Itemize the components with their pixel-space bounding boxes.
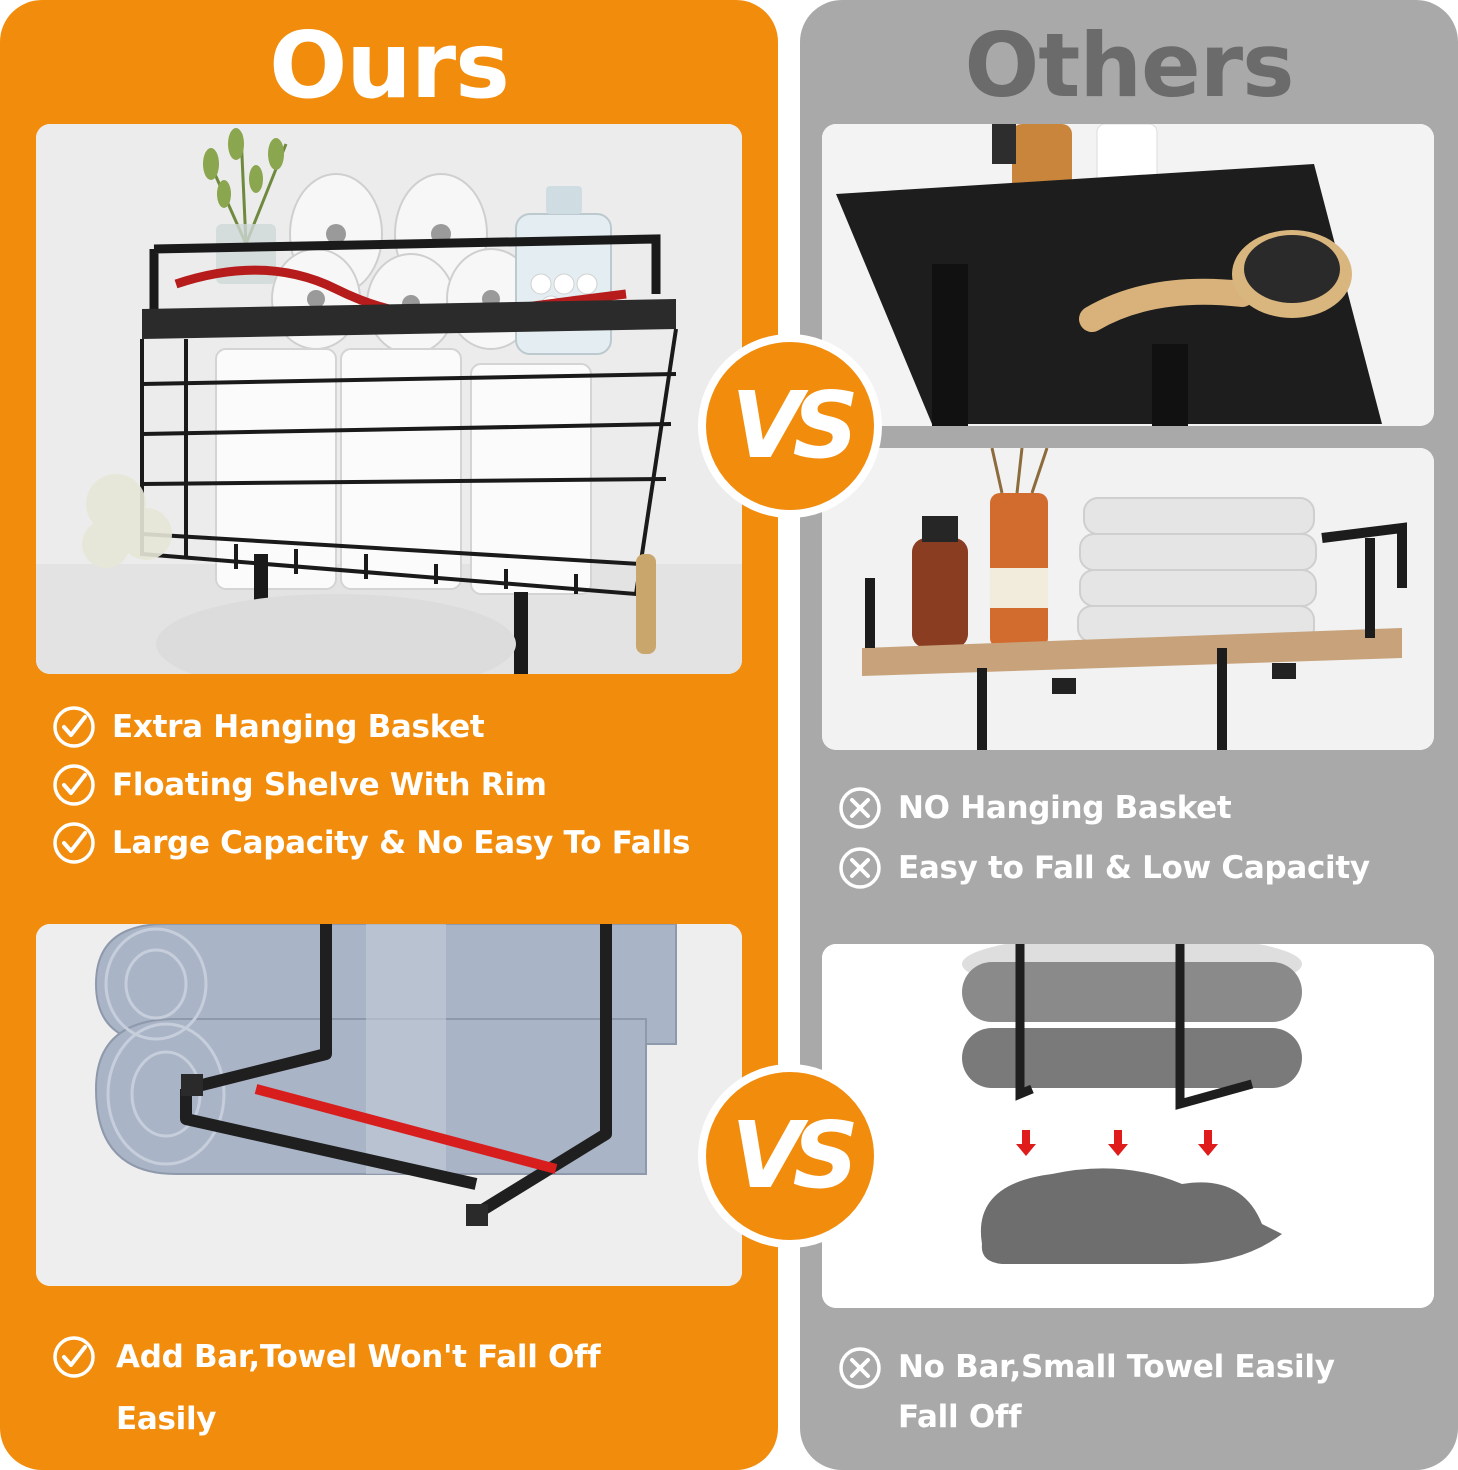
ours-rack-feature-line1: Add Bar,Towel Won't Fall Off (116, 1339, 601, 1375)
others-rack-con-text: No Bar,Small Towel Easily Fall Off (898, 1342, 1335, 1442)
others-shelf-photo-2 (822, 448, 1434, 750)
ours-feature-item: Floating Shelve With Rim (52, 756, 690, 814)
ours-towel-rack-photo (36, 924, 742, 1286)
others-rack-con-line2: Fall Off (898, 1399, 1022, 1435)
x-circle-icon (839, 1347, 881, 1389)
ours-feature-text: Floating Shelve With Rim (112, 767, 547, 803)
ours-rack-feature: Add Bar,Towel Won't Fall Off Easily (52, 1326, 752, 1450)
ours-rack-feature-item: Add Bar,Towel Won't Fall Off Easily (52, 1326, 752, 1450)
x-circle-icon (839, 787, 881, 829)
others-rack-con: No Bar,Small Towel Easily Fall Off (838, 1342, 1438, 1442)
others-shelf-con-list: NO Hanging Basket Easy to Fall & Low Cap… (838, 778, 1370, 898)
others-con-item: NO Hanging Basket (838, 778, 1370, 838)
others-towel-rack-photo (822, 944, 1434, 1308)
check-circle-icon (53, 706, 95, 748)
check-circle-icon (53, 764, 95, 806)
others-con-text: NO Hanging Basket (898, 790, 1232, 826)
check-circle-icon (53, 822, 95, 864)
others-heading: Others (964, 14, 1295, 117)
x-circle-icon (839, 847, 881, 889)
ours-feature-text: Extra Hanging Basket (112, 709, 485, 745)
others-con-text: Easy to Fall & Low Capacity (898, 850, 1370, 886)
ours-feature-text: Large Capacity & No Easy To Falls (112, 825, 691, 861)
ours-feature-item: Extra Hanging Basket (52, 698, 690, 756)
ours-heading: Ours (269, 12, 510, 119)
vs-label: VS (731, 372, 859, 479)
ours-rack-feature-line2: Easily (116, 1401, 217, 1437)
others-rack-con-line1: No Bar,Small Towel Easily (898, 1349, 1335, 1385)
check-circle-icon (53, 1336, 95, 1378)
others-rack-con-item: No Bar,Small Towel Easily Fall Off (838, 1342, 1438, 1442)
others-con-item: Easy to Fall & Low Capacity (838, 838, 1370, 898)
ours-feature-item: Large Capacity & No Easy To Falls (52, 814, 690, 872)
vs-badge-bottom: VS (698, 1064, 882, 1248)
ours-shelf-photo (36, 124, 742, 674)
vs-badge-top: VS (698, 334, 882, 518)
others-shelf-photo-1 (822, 124, 1434, 426)
vs-label: VS (731, 1102, 859, 1209)
ours-shelf-feature-list: Extra Hanging Basket Floating Shelve Wit… (52, 698, 690, 872)
ours-rack-feature-text: Add Bar,Towel Won't Fall Off Easily (116, 1326, 601, 1450)
